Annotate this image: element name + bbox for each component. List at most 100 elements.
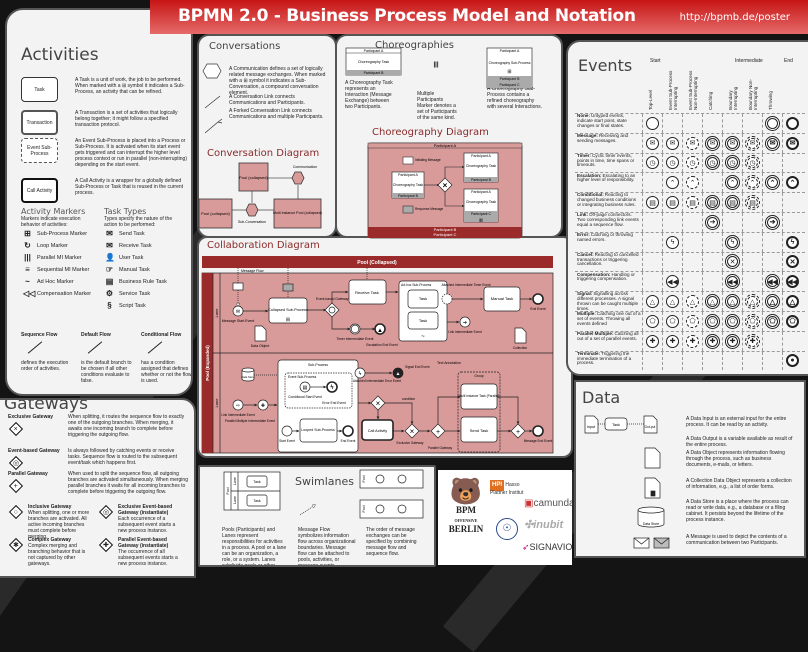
event-text: Escalating to an higher level of respons… [577, 172, 636, 183]
activity-marker-item: ≡Sequential MI Marker [23, 265, 89, 274]
event-description: Link:Off-page connectors. Two correspond… [577, 212, 641, 227]
data-title: Data [582, 388, 621, 407]
task-type-label: Script Task [119, 302, 146, 309]
event-none-icon [786, 116, 799, 130]
event-cell: ▤ [662, 193, 682, 212]
parallel-mi-marker-icon: ||| [24, 253, 31, 262]
event-message-icon: ✉ [745, 135, 760, 151]
task-types-title: Task Types [104, 207, 147, 216]
event-cell [642, 173, 662, 193]
event-signal-icon: △ [686, 295, 699, 309]
event-signal-icon: △ [646, 295, 659, 309]
event-cell [782, 153, 802, 173]
swimlanes-panel: Swimlanes Pools (Participants) and Lanes… [198, 465, 436, 567]
gateway-diamond-icon: ◎ [8, 455, 24, 471]
event-cell: ϟ [782, 232, 802, 252]
task-type-item: ✉Receive Task [105, 241, 151, 250]
inubit-logo: ✣inubit [524, 519, 564, 531]
event-signal-icon: △ [786, 295, 799, 309]
event-message-icon: ✉ [767, 137, 778, 149]
poster-url[interactable]: http://bpmb.de/poster [679, 12, 790, 23]
event-compensation-icon: ◀◀ [666, 275, 679, 289]
event-name: Cancel: [577, 251, 594, 257]
event-cell [762, 331, 782, 351]
gateway-description: Each occurrence of a subsequent event st… [118, 516, 176, 534]
event-cell: ➔ [762, 213, 782, 232]
event-signal-icon: △ [666, 295, 679, 309]
task-type-item: ☞Manual Task [105, 265, 150, 274]
event-link-icon: ➔ [707, 216, 718, 228]
gateways-panel: Gateways Exclusive Gateway×When splittin… [0, 398, 196, 578]
event-text: Cyclic timer events, points in time, tim… [577, 152, 635, 168]
event-escalation-icon: ⌃ [786, 176, 799, 190]
event-cell [702, 272, 722, 292]
event-cell: ✕ [722, 252, 742, 272]
event-signal-icon: △ [745, 294, 760, 310]
business-rule-task-icon: ▤ [105, 277, 114, 286]
event-cell [682, 351, 702, 371]
event-description: Timer:Cyclic timer events, points in tim… [577, 152, 641, 168]
event-name: Multiple: [577, 311, 596, 317]
event-group-header: Start [650, 58, 661, 64]
event-cell [742, 272, 762, 292]
conversations-title: Conversations [209, 41, 281, 52]
event-multiple-icon: ⬠ [786, 314, 799, 328]
event-description: Cancel:Reacting to cancelled transaction… [577, 251, 641, 267]
event-cell [762, 232, 782, 252]
event-cell [742, 232, 762, 252]
event-cell: ◷ [722, 153, 742, 173]
data-description: A Data Output is a variable available as… [686, 436, 793, 448]
event-text: Catching one out of a set of events. Thr… [577, 311, 641, 326]
event-cell: ⌃ [742, 173, 762, 193]
event-cell: ⬠ [642, 312, 662, 331]
event-name: Parallel Multiple: [577, 331, 614, 337]
event-timer-icon: ◷ [727, 157, 738, 169]
event-cell: ▤ [702, 193, 722, 212]
activity-shape-0: Task [21, 77, 58, 102]
event-cell: ⬠ [782, 312, 802, 331]
event-row: Timer:Cyclic timer events, points in tim… [575, 152, 805, 173]
event-cell: ⌃ [662, 173, 682, 193]
event-cell: ⌃ [782, 173, 802, 193]
event-cell: ✚ [662, 331, 682, 351]
conversation-description: A Forked Conversation Link connects Comm… [229, 108, 324, 120]
event-description: Conditional:Reacting to changed business… [577, 193, 641, 207]
event-cell [702, 252, 722, 272]
event-cell: ▤ [722, 193, 742, 212]
event-cell [662, 351, 682, 371]
event-timer-icon: ◷ [707, 157, 718, 169]
event-none-icon [646, 116, 659, 130]
event-row: Escalation:Escalating to an higher level… [575, 172, 805, 193]
task-type-item: 👤User Task [105, 253, 143, 262]
event-cell: ⬠ [722, 312, 742, 331]
event-description: Error:Catching or throwing named errors. [577, 232, 641, 243]
event-cell: ✉ [642, 133, 662, 153]
event-text: Untyped events, indicate start point, st… [577, 113, 627, 128]
event-parallelmultiple-icon: ✚ [686, 334, 699, 348]
bear-icon: 🐻 [449, 477, 483, 506]
event-signal-icon: △ [767, 296, 778, 308]
task-type-item: §Script Task [105, 301, 146, 310]
task-type-label: Business Rule Task [119, 278, 167, 285]
event-cell [682, 114, 702, 133]
event-timer-icon: ◷ [646, 156, 659, 170]
event-cell: ✉ [782, 133, 802, 153]
choreography-description: A Choreography Sub-Process contains a re… [487, 86, 543, 110]
gateway-title: Exclusive Event-based Gateway (instantia… [118, 504, 173, 516]
activity-marker-item: ↻Loop Marker [23, 241, 68, 250]
event-escalation-icon: ⌃ [666, 176, 679, 190]
event-name: Timer: [577, 152, 591, 158]
activity-description: A Task is a unit of work, the job to be … [75, 77, 185, 95]
activity-shape-2: Event Sub-Process [21, 138, 58, 163]
event-cell [682, 252, 702, 272]
ad-hoc-marker-icon: ~ [25, 277, 30, 286]
event-error-icon: ϟ [727, 236, 738, 248]
event-cell: ◷ [742, 153, 762, 173]
event-text: Handling or triggering compensation. [577, 271, 635, 282]
marker-label: Compensation Marker [37, 290, 92, 297]
event-description: Escalation:Escalating to an higher level… [577, 172, 641, 184]
user-task-icon: 👤 [105, 253, 115, 262]
gateway-title: Parallel Gateway [8, 471, 48, 477]
